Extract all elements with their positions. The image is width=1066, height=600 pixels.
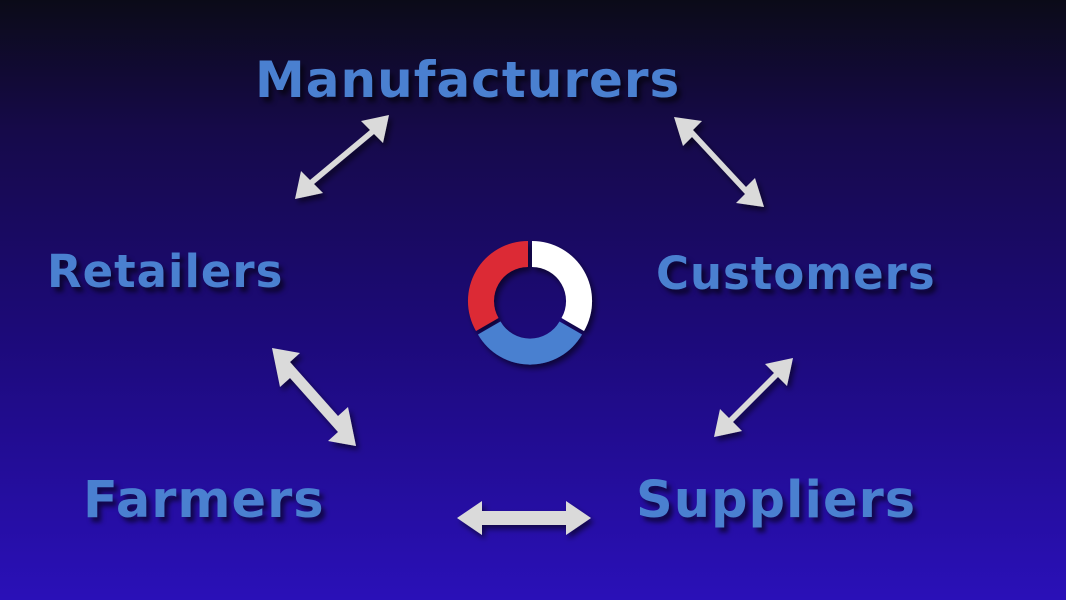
- tricolor-ring-icon: [467, 240, 593, 365]
- ring-segment-blue: [478, 321, 582, 365]
- node-retailers: Retailers: [47, 245, 284, 298]
- arrow-customers-suppliers: [714, 358, 793, 437]
- node-manufacturers: Manufacturers: [255, 51, 681, 109]
- ring-segment-white: [532, 240, 593, 331]
- node-customers: Customers: [656, 247, 936, 300]
- ring-segment-red: [467, 240, 528, 331]
- arrow-retailers-farmers: [272, 348, 356, 446]
- node-farmers: Farmers: [83, 471, 325, 530]
- arrow-manufacturers-customers: [674, 117, 764, 207]
- arrow-farmers-suppliers: [457, 501, 591, 535]
- node-suppliers: Suppliers: [636, 471, 917, 530]
- arrow-retailers-manufacturers: [295, 115, 389, 199]
